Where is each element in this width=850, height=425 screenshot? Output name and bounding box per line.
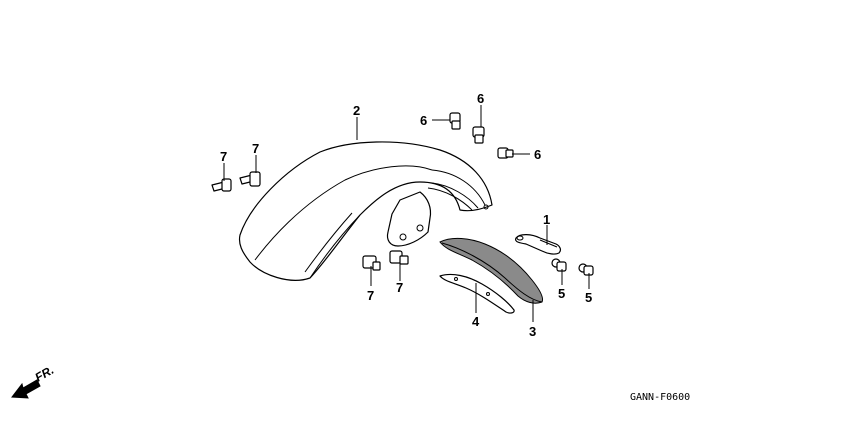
bolt-7-lower-b (389, 250, 409, 265)
front-direction-indicator: FR. (11, 363, 56, 399)
fender-molding (439, 237, 543, 304)
leader-lines (223, 105, 590, 322)
bolt-6-c (497, 147, 514, 159)
callout-5-a: 5 (558, 286, 565, 301)
bolt-7-left-a (211, 178, 232, 192)
fender-stay (439, 273, 515, 314)
screw-5-b (578, 263, 594, 276)
bolt-7-lower-a (362, 255, 381, 271)
callout-numbers: 1 2 3 4 5 5 6 6 6 7 7 7 7 (220, 91, 592, 339)
bolt-6-a (449, 112, 461, 130)
callout-6-c: 6 (534, 147, 541, 162)
screw-5-a (551, 258, 567, 272)
callout-7-a: 7 (220, 149, 227, 164)
callout-2: 2 (353, 103, 360, 118)
front-fender (238, 141, 493, 281)
cable-clamp (515, 234, 562, 255)
callout-7-c: 7 (367, 288, 374, 303)
bolt-6-b (472, 126, 485, 144)
callout-6-a: 6 (420, 113, 427, 128)
callout-5-b: 5 (585, 290, 592, 305)
callout-1: 1 (543, 212, 550, 227)
callout-4: 4 (472, 314, 480, 329)
callout-7-b: 7 (252, 141, 259, 156)
front-arrow-icon (11, 379, 41, 399)
callout-7-d: 7 (396, 280, 403, 295)
callout-3: 3 (529, 324, 536, 339)
bolt-7-left-b (239, 171, 261, 187)
diagram-code: GANN-F0600 (630, 392, 690, 403)
callout-6-b: 6 (477, 91, 484, 106)
